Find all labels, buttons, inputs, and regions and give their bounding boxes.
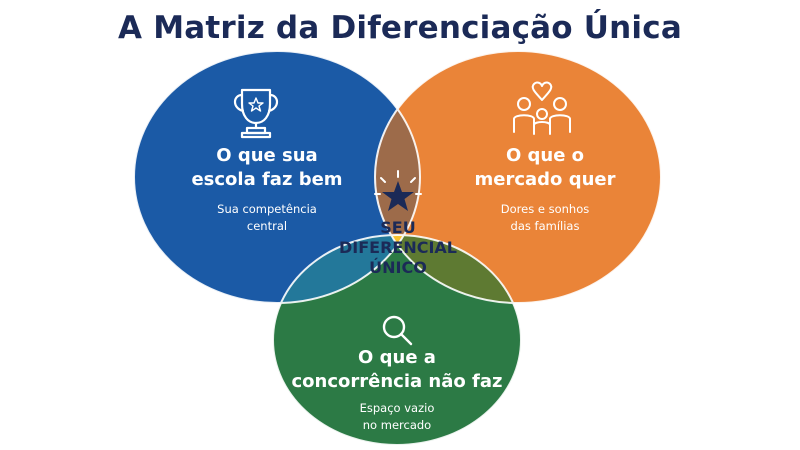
circle-outlines [133,50,662,446]
right-circle-sub-line2: das famílias [510,219,580,233]
overlap-left-bottom [273,235,420,303]
right-circle-heading-line1: O que o [505,145,585,166]
page-title: A Matriz da Diferenciação Única [118,10,682,46]
bottom-circle-heading-line2: concorrência não faz [291,371,503,392]
bottom-circle-heading-line1: O que a [358,347,436,368]
center-label: SEU DIFERENCIAL ÚNICO [338,218,458,278]
center-label-line1: SEU [380,218,416,237]
left-circle-sub-line1: Sua competência [217,202,317,216]
center-label-line3: ÚNICO [369,258,427,277]
circle-market-wants [375,51,661,303]
star-icon [374,170,422,211]
trophy-icon [233,88,279,139]
right-circle-text: O que o mercado quer Dores e sonhos das … [445,144,645,235]
center-label-line2: DIFERENCIAL [338,238,457,257]
magnifier-icon [382,315,413,346]
bottom-circle-sub-line2: no mercado [362,418,432,432]
left-circle-heading-line1: O que sua [216,145,318,166]
overlap-right-bottom [375,235,521,303]
left-circle-text: O que sua escola faz bem Sua competência… [167,144,367,235]
family-heart-icon [513,81,571,135]
bottom-circle-sub-line1: Espaço vazio [359,401,435,415]
left-circle-sub-line2: central [246,219,288,233]
left-circle-heading-line2: escola faz bem [191,169,343,190]
right-circle-sub-line1: Dores e sonhos [500,202,590,216]
bottom-circle-text: O que a concorrência não faz Espaço vazi… [287,346,507,434]
circle-school-strengths [134,51,420,303]
right-circle-heading-line2: mercado quer [474,169,616,190]
